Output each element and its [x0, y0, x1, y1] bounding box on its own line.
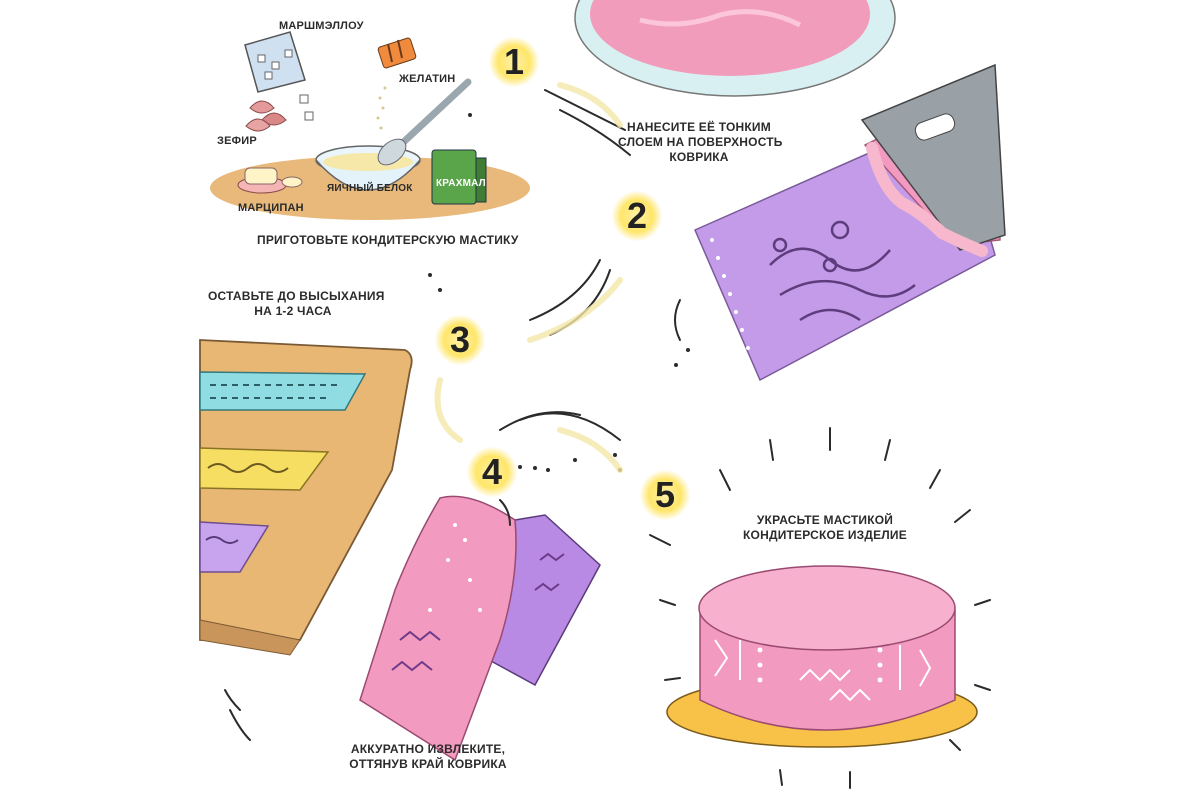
step-number-3: 3 — [435, 315, 485, 365]
pink-paste — [590, 0, 870, 76]
starch-box-icon — [431, 149, 487, 205]
step-5-caption-line: кондитерское изделие — [743, 528, 907, 542]
scraper-icon — [860, 63, 1006, 257]
step-4-illustration — [359, 495, 601, 762]
step-1-caption: Приготовьте кондитерскую мастику — [257, 233, 519, 247]
step-number-5: 5 — [640, 470, 690, 520]
spoon-icon — [377, 78, 472, 166]
step-5-caption-line: Украсьте мастикой — [756, 513, 894, 527]
step-5-caption: Украсьте мастикой кондитерское изделие — [740, 513, 910, 543]
ingredient-label-marshmallow: Маршмэллоу — [279, 20, 364, 32]
step-5-cake — [649, 427, 991, 789]
step-2-illustration — [574, 0, 1006, 382]
yellow-strip — [199, 447, 330, 491]
lilac-strip — [199, 521, 270, 573]
cake-top — [698, 565, 956, 651]
step-2-caption-line: Нанесите её тонким — [627, 120, 771, 134]
ingredient-label-egg-white: Яичный белок — [327, 183, 413, 194]
step-3-caption: Оставьте до высыхания на 1-2 часа — [208, 289, 385, 319]
step-2-caption: Нанесите её тонким слоем на поверхность … — [618, 120, 783, 165]
marshmallow-bag-icon — [244, 31, 314, 121]
step-2-caption-line: слоем на поверхность — [618, 135, 783, 149]
step-3-illustration — [199, 339, 413, 656]
step-3-caption-line: Оставьте до высыхания — [208, 289, 385, 303]
step-3-caption-line: на 1-2 часа — [254, 304, 332, 318]
step-1-ingredients — [210, 31, 530, 220]
ingredient-label-starch: Крахмал — [436, 178, 486, 189]
purple-mat — [694, 63, 1006, 382]
step-number-1: 1 — [489, 37, 539, 87]
ingredient-label-gelatin: Желатин — [399, 73, 456, 85]
step-4-caption: Аккуратно извлеките, оттянув край коврик… — [338, 742, 518, 772]
drying-board — [199, 339, 413, 641]
step-number-4: 4 — [467, 447, 517, 497]
ingredient-label-zefir: Зефир — [217, 135, 257, 147]
zefir-icon — [245, 100, 287, 132]
step-4-caption-line: Аккуратно извлеките, — [350, 742, 506, 756]
teal-strip — [199, 371, 367, 411]
marzipan-icon — [237, 167, 303, 194]
pink-sheet — [359, 495, 517, 762]
step-2-caption-line: коврика — [669, 150, 729, 164]
ingredient-label-marzipan: Марципан — [238, 202, 304, 214]
gelatin-box-icon — [377, 37, 417, 69]
step-4-caption-line: оттянув край коврика — [349, 757, 507, 771]
step-number-2: 2 — [612, 191, 662, 241]
